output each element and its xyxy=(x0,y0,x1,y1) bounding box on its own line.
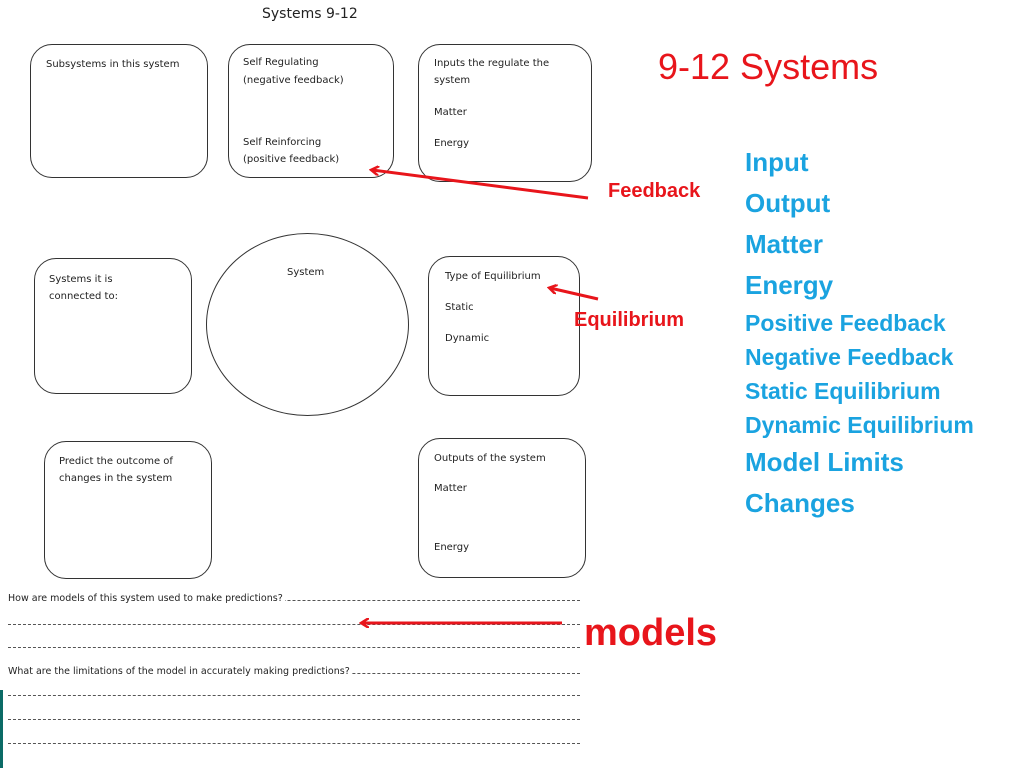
keyword-static-equilibrium: Static Equilibrium xyxy=(745,378,941,404)
equilibrium-box: Type of Equilibrium Static Dynamic xyxy=(428,256,580,396)
keyword-negative-feedback: Negative Feedback xyxy=(745,344,954,370)
predict-label-line2: changes in the system xyxy=(59,473,173,484)
connected-label-line2: connected to: xyxy=(49,291,118,302)
predict-box: Predict the outcome of changes in the sy… xyxy=(44,441,212,579)
keyword-output: Output xyxy=(745,188,831,218)
keyword-list: Input Output Matter Energy Positive Feed… xyxy=(745,142,974,524)
keyword-input: Input xyxy=(745,147,809,177)
dynamic-label: Dynamic xyxy=(445,333,490,344)
answer-line-7 xyxy=(8,743,580,744)
positive-feedback-label: (positive feedback) xyxy=(243,154,340,165)
self-regulating-label: Self Regulating xyxy=(243,57,319,68)
worksheet-title: Systems 9-12 xyxy=(262,6,358,22)
outputs-matter-label: Matter xyxy=(434,483,467,494)
inputs-label-line1: Inputs the regulate the xyxy=(434,58,550,69)
self-reinforcing-label: Self Reinforcing xyxy=(243,137,322,148)
models-label: models xyxy=(584,612,718,654)
question-model-limitations: What are the limitations of the model in… xyxy=(8,666,352,677)
inputs-box: Inputs the regulate the system Matter En… xyxy=(418,44,592,182)
answer-line-3 xyxy=(8,647,580,648)
keyword-energy: Energy xyxy=(745,270,834,300)
question-models-predictions: How are models of this system used to ma… xyxy=(8,593,285,604)
system-label: System xyxy=(287,267,325,278)
keyword-model-limits: Model Limits xyxy=(745,447,904,477)
negative-feedback-label: (negative feedback) xyxy=(243,75,344,86)
predict-label-line1: Predict the outcome of xyxy=(59,456,173,467)
keyword-changes: Changes xyxy=(745,488,855,518)
answer-line-6 xyxy=(8,719,580,720)
answer-line-5 xyxy=(8,695,580,696)
keyword-dynamic-equilibrium: Dynamic Equilibrium xyxy=(745,412,974,438)
feedback-box: Self Regulating (negative feedback) Self… xyxy=(228,44,394,178)
inputs-matter-label: Matter xyxy=(434,107,467,118)
left-edge-bar xyxy=(0,690,3,768)
subsystems-box: Subsystems in this system xyxy=(30,44,208,178)
answer-line-1 xyxy=(8,600,580,601)
answer-line-2 xyxy=(8,624,580,625)
equilibrium-type-label: Type of Equilibrium xyxy=(445,271,541,282)
keyword-positive-feedback: Positive Feedback xyxy=(745,310,946,336)
connected-systems-box: Systems it is connected to: xyxy=(34,258,192,394)
outputs-box: Outputs of the system Matter Energy xyxy=(418,438,586,578)
subsystems-label: Subsystems in this system xyxy=(46,59,180,70)
system-circle: System xyxy=(206,233,409,416)
outputs-energy-label: Energy xyxy=(434,542,470,553)
feedback-label: Feedback xyxy=(608,180,701,202)
keyword-matter: Matter xyxy=(745,229,824,259)
slide-title: 9-12 Systems xyxy=(658,46,879,87)
inputs-energy-label: Energy xyxy=(434,138,470,149)
inputs-label-line2: system xyxy=(434,75,471,86)
outputs-title-label: Outputs of the system xyxy=(434,453,546,464)
equilibrium-label: Equilibrium xyxy=(574,309,684,331)
connected-label-line1: Systems it is xyxy=(49,274,113,285)
static-label: Static xyxy=(445,302,474,313)
